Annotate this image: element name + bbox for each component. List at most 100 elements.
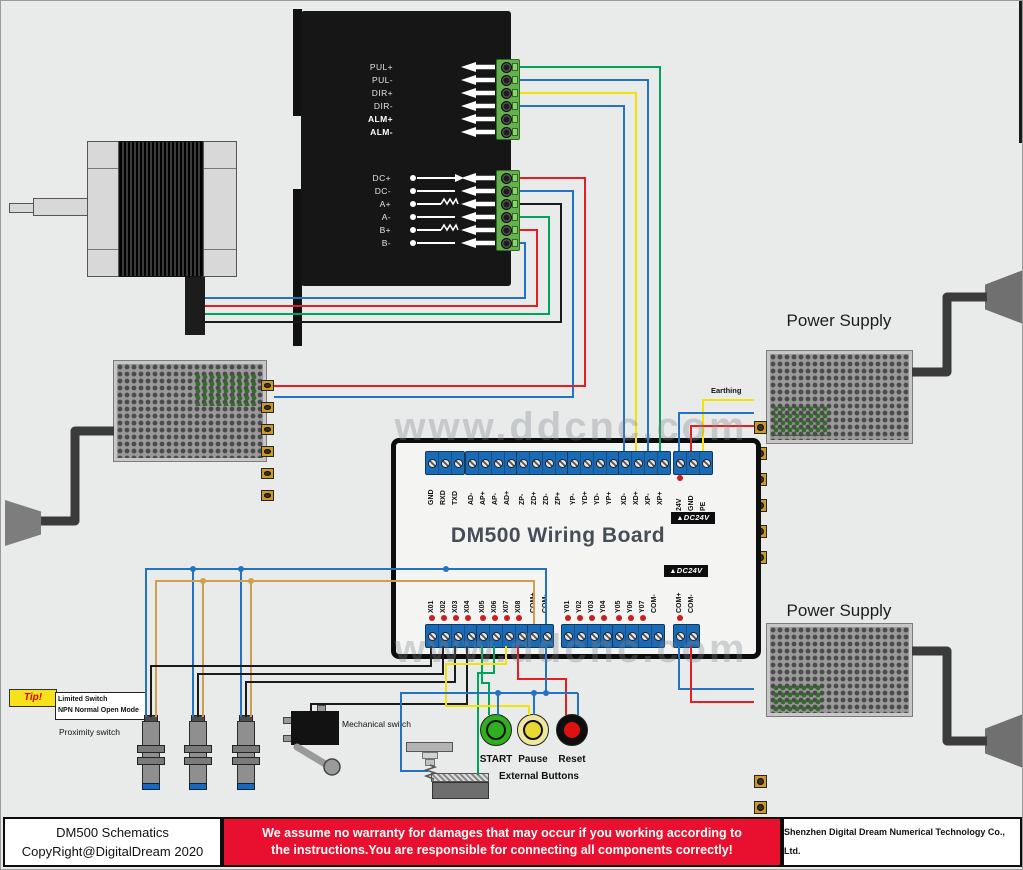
driver-terminal-label: A+ [379,199,391,209]
probe-spindle [422,752,438,759]
driver-terminal [497,112,519,125]
reset-button [556,714,588,746]
power-terminal [261,490,274,501]
bottom-row-terminal-block [476,624,529,648]
top-row-terminal [632,452,645,474]
probe-spindle-tip [425,759,435,766]
terminal-led [640,615,646,621]
wire-junction [248,578,254,584]
tip-line2: NPN Normal Open Mode [58,707,139,714]
top-row-terminal [607,452,619,474]
proximity-switch-label: Proximity switch [59,727,120,737]
dc24v-warning-bottom: ▲DC24V [664,565,708,577]
output-power-terminal-block [673,624,700,648]
power-terminal [754,421,767,434]
bottom-row-terminal-label: X03 [452,600,459,613]
probe-block [432,782,489,799]
driver-terminal-label: PUL+ [369,62,393,72]
pause-button-cap [523,720,543,740]
terminal-led [504,615,510,621]
proximity-switch-body [142,721,160,785]
terminal-led [677,475,683,481]
bottom-row-terminal-label: X06 [491,600,498,613]
left-power-supply-leds [195,374,257,406]
start-button-cap [486,720,506,740]
motor-cap-line-bottom [204,249,236,250]
reset-button-label: Reset [558,754,586,765]
wire-junction [238,566,244,572]
footer-schematic-title: DM500 Schematics [56,825,169,840]
driver-terminal-label: DIR- [373,101,393,111]
driver-signal-terminal-block [496,59,520,140]
top-row-terminal-label: YD+ [582,491,589,505]
output-power-terminal-label: COM- [688,594,695,613]
power-cable [912,292,987,377]
terminal-led [441,615,447,621]
footer-warning-line2: the instructions.You are responsible for… [271,843,733,857]
bottom-row-terminal-label: Y07 [639,600,646,613]
bottom-row-terminal-label: COM- [651,594,658,613]
top-row-terminal [658,452,670,474]
driver-terminal [497,171,519,184]
top-row-terminal-label: RXD [440,490,447,505]
left-ac-plug [5,499,41,547]
wire-junction [543,690,549,696]
top-row-terminal [530,452,543,474]
bottom-row-terminal-label: X02 [440,600,447,613]
top-row-terminal [479,452,492,474]
bottom-row-terminal [541,625,553,647]
power-cable [912,646,987,746]
top-row-terminal [568,452,581,474]
bottom-row-terminal [652,625,664,647]
bottom-row-terminal-label: COM+ [530,592,537,613]
terminal-led [429,615,435,621]
left-power-supply-terminals [1,1,1022,501]
top-row-terminal [492,452,505,474]
bottom-row-terminal-block [425,624,478,648]
bottom-row-terminal-block [612,624,665,648]
top-row-terminal [543,452,556,474]
wire-junction [190,566,196,572]
terminal-led [480,615,486,621]
driver-terminal [497,73,519,86]
top-row-terminal-block [618,451,671,475]
terminal-led [616,615,622,621]
output-power-terminal [687,625,699,647]
terminal-led [453,615,459,621]
motor-shaft [33,198,91,216]
start-button [480,714,512,746]
bottom-row-terminal-label: X07 [503,600,510,613]
terminal-led [677,615,683,621]
bottom-row-terminal [503,625,516,647]
bottom-row-terminal-label: Y03 [588,600,595,613]
top-row-terminal [439,452,452,474]
top-right-power-supply [767,351,912,443]
top-row-terminal-label: AD+ [504,490,511,505]
bottom-right-power-supply-leds [773,685,823,713]
top-row-terminal-label: GND [428,489,435,505]
driver-terminal-label: B- [381,238,391,248]
driver-mount-flange-top [293,9,302,116]
power-terminal [754,801,767,814]
board-power-terminal-label: 24V [676,498,683,511]
board-power-terminal [674,452,687,474]
bottom-row-terminal-label: X01 [428,600,435,613]
board-power-terminal-block [673,451,713,475]
top-row-terminal-block [425,451,465,475]
motor-front-flange [87,141,119,277]
driver-terminal-label: ALM- [370,127,393,137]
driver-terminal [497,86,519,99]
driver-terminal [497,184,519,197]
proximity-switch-tip [189,783,207,790]
sensor-hex-nut [137,757,165,765]
driver-power-terminal-block [496,170,520,251]
sensor-hex-nut [232,745,260,753]
top-row-terminal-label: XP+ [657,491,664,505]
top-row-terminal [466,452,479,474]
proximity-switch-body [237,721,255,785]
top-row-terminal-label: YP+ [606,491,613,505]
sensor-hex-nut [137,745,165,753]
power-terminal [261,468,274,479]
board-power-terminal-label: PE [700,501,707,511]
output-power-terminal-label: COM+ [676,592,683,613]
